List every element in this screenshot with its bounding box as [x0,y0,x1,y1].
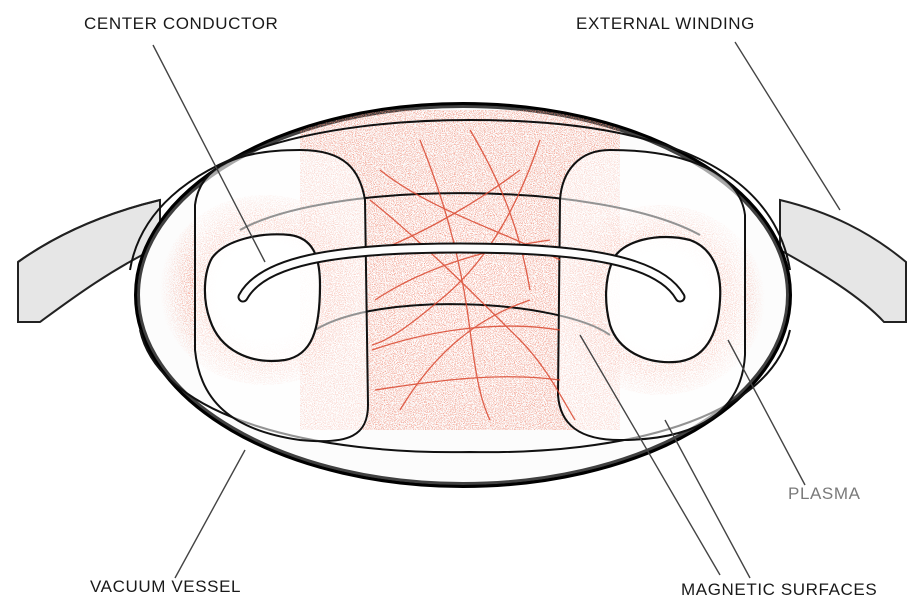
external-winding-right [780,200,906,322]
label-center-conductor: CENTER CONDUCTOR [84,14,278,34]
label-vacuum-vessel: VACUUM VESSEL [90,577,241,597]
right-cross-section [558,150,745,440]
label-plasma: PLASMA [788,484,861,504]
label-external-winding: EXTERNAL WINDING [576,14,755,34]
left-cross-section [195,150,368,441]
label-magnetic-surfaces: MAGNETIC SURFACES [681,580,877,600]
